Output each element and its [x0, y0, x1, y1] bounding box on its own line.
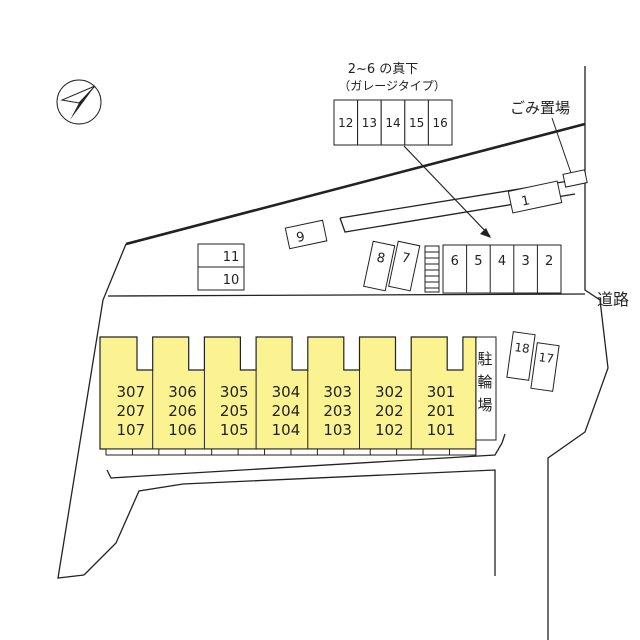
boundary-north: [125, 122, 586, 246]
parking-space-18: 18: [506, 331, 536, 381]
parking-label: 18: [514, 340, 531, 356]
bike-char-1: 駐: [477, 350, 492, 368]
road-label: 道路: [597, 290, 629, 309]
unit-number-1f: 102: [375, 421, 404, 439]
unit-number-2f: 204: [272, 402, 301, 420]
unit-number-2f: 201: [427, 402, 456, 420]
apartment-building: 3072071073062061063052051053042041043032…: [99, 336, 477, 456]
parking-label-10: 10: [223, 273, 240, 288]
note-arrow-line: [403, 145, 491, 237]
parking-label: 9: [295, 229, 306, 245]
note-arrow-head: [480, 228, 491, 238]
unit-number-3f: 303: [323, 383, 352, 401]
unit-number-2f: 202: [375, 402, 404, 420]
garage-unit-label: 12: [338, 116, 353, 130]
parking-label-11: 11: [223, 250, 240, 265]
garage-units: 12 13 14 15 16: [333, 99, 453, 146]
unit-number-3f: 307: [117, 383, 146, 401]
unit-number-1f: 106: [168, 421, 197, 439]
unit-number-1f: 107: [117, 421, 146, 439]
stairs: [424, 245, 440, 293]
garage-unit-label: 13: [362, 116, 377, 130]
unit-number-3f: 301: [427, 383, 456, 401]
bike-char-2: 輪: [477, 373, 492, 391]
unit-number-3f: 306: [168, 383, 197, 401]
parking-space-17: 17: [530, 342, 560, 392]
parking-space-1: 1: [507, 180, 563, 214]
parking-space-8: 8: [363, 240, 396, 292]
site-outline: [57, 66, 609, 640]
parking-space-7: 7: [388, 240, 421, 292]
parking-row-label: 4: [498, 254, 506, 269]
bike-char-3: 場: [477, 396, 492, 414]
unit-number-2f: 206: [168, 402, 197, 420]
unit-number-3f: 305: [220, 383, 249, 401]
parking-row-label: 2: [545, 254, 553, 269]
garage-unit-label: 16: [433, 116, 448, 130]
parking-space-9: 9: [284, 219, 328, 250]
unit-number-3f: 302: [375, 383, 404, 401]
unit-number-2f: 207: [117, 402, 146, 420]
note-line1: 2~6 の真下: [348, 62, 419, 77]
parking-stack-11-10: 11 10: [197, 243, 245, 291]
garage-unit: [427, 99, 453, 146]
parking-row-label: 5: [474, 254, 482, 269]
unit-number-3f: 304: [272, 383, 301, 401]
parking-label: 1: [520, 193, 531, 209]
driveway-line-south: [106, 433, 506, 479]
bike-parking: 駐 輪 場: [473, 336, 497, 441]
road-edge-west: [547, 66, 609, 640]
north-arrow-icon: [56, 79, 102, 125]
garage-unit-label: 14: [385, 116, 400, 130]
inner-path-south: [83, 469, 496, 576]
unit-number-2f: 203: [323, 402, 352, 420]
parking-label: 7: [400, 250, 411, 266]
garbage-leader: [551, 117, 572, 174]
unit-number-1f: 101: [427, 421, 456, 439]
unit-number-1f: 105: [220, 421, 249, 439]
curb-step: [339, 193, 576, 233]
note-line2: （ガレージタイプ）: [338, 79, 446, 93]
parking-row-label: 3: [521, 254, 529, 269]
unit-number-2f: 205: [220, 402, 249, 420]
driveway-line-north: [107, 293, 586, 297]
parking-label: 17: [538, 350, 555, 366]
garbage-box: [562, 169, 588, 188]
building-outline: [99, 336, 477, 450]
garage-unit-label: 15: [409, 116, 424, 130]
garbage-label: ごみ置場: [510, 99, 570, 117]
parking-label: 8: [375, 250, 386, 266]
boundary-west: [57, 243, 127, 579]
unit-number-1f: 104: [272, 421, 301, 439]
unit-number-1f: 103: [323, 421, 352, 439]
parking-row-label: 6: [451, 254, 459, 269]
